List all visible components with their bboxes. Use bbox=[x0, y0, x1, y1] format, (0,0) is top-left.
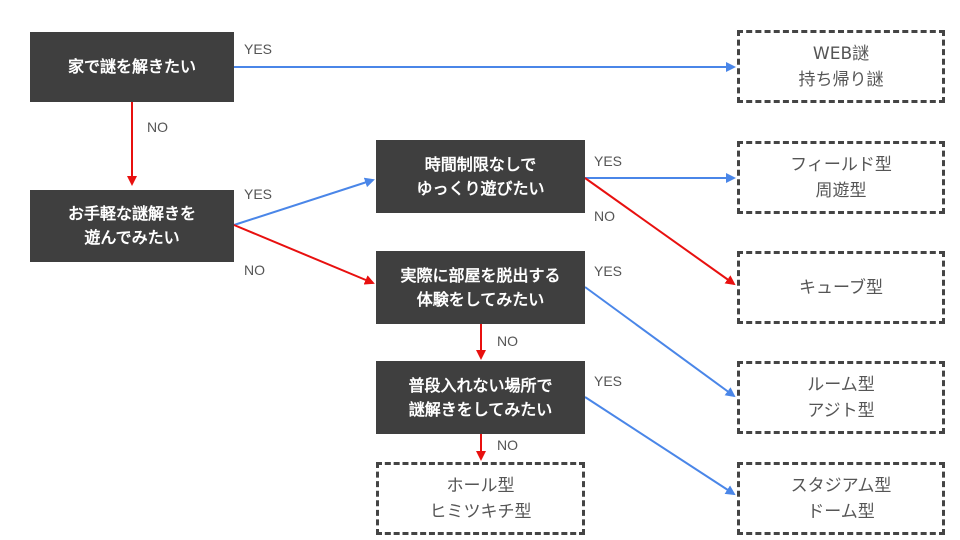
result-line: スタジアム型 bbox=[790, 475, 892, 496]
question-line: お手軽な謎解きを bbox=[67, 204, 196, 223]
result-node-stadium: スタジアム型 ドーム型 bbox=[737, 462, 945, 535]
yes-label: YES bbox=[594, 263, 623, 279]
result-line: WEB謎 bbox=[812, 43, 870, 64]
result-node-hall: ホール型 ヒミツキチ型 bbox=[376, 462, 585, 535]
result-line: ドーム型 bbox=[807, 501, 875, 522]
edge-q5-yes-stadium bbox=[584, 396, 736, 496]
question-line: 時間制限なしで bbox=[424, 154, 537, 174]
edge-q3-no-cube bbox=[584, 177, 736, 286]
result-node-room: ルーム型 アジト型 bbox=[737, 361, 945, 434]
question-node-escape-room: 実際に部屋を脱出する 体験をしてみたい bbox=[376, 251, 585, 324]
question-line: 遊んでみたい bbox=[84, 228, 180, 247]
no-label: NO bbox=[147, 119, 168, 135]
yes-label: YES bbox=[244, 186, 273, 202]
question-line: 家で謎を解きたい bbox=[67, 57, 196, 76]
no-label: NO bbox=[244, 262, 265, 278]
question-node-home: 家で謎を解きたい bbox=[30, 32, 234, 102]
question-line: 普段入れない場所で bbox=[408, 375, 553, 395]
question-node-no-time-limit: 時間制限なしで ゆっくり遊びたい bbox=[376, 140, 585, 213]
result-node-field: フィールド型 周遊型 bbox=[737, 141, 945, 214]
edge-q4-yes-room bbox=[584, 286, 736, 398]
result-line: 周遊型 bbox=[815, 180, 867, 201]
edge-q2-no-q4 bbox=[233, 224, 375, 285]
question-node-special-place: 普段入れない場所で 謎解きをしてみたい bbox=[376, 361, 585, 434]
result-line: ルーム型 bbox=[807, 374, 875, 395]
no-label: NO bbox=[594, 208, 615, 224]
yes-label: YES bbox=[594, 153, 623, 169]
question-line: 謎解きをしてみたい bbox=[408, 399, 553, 419]
edge-q2-yes-q3 bbox=[233, 177, 375, 226]
result-line: フィールド型 bbox=[790, 154, 892, 175]
question-line: ゆっくり遊びたい bbox=[416, 178, 545, 198]
result-line: ヒミツキチ型 bbox=[429, 501, 532, 522]
question-line: 体験をしてみたい bbox=[416, 289, 545, 309]
yes-label: YES bbox=[244, 41, 273, 57]
result-line: 持ち帰り謎 bbox=[798, 69, 884, 90]
result-line: アジト型 bbox=[807, 400, 875, 421]
result-line: ホール型 bbox=[446, 475, 515, 496]
result-node-cube: キューブ型 bbox=[737, 251, 945, 324]
yes-label: YES bbox=[594, 373, 623, 389]
result-node-web: WEB謎 持ち帰り謎 bbox=[737, 30, 945, 103]
no-label: NO bbox=[497, 333, 518, 349]
question-node-casual: お手軽な謎解きを 遊んでみたい bbox=[30, 190, 234, 262]
question-line: 実際に部屋を脱出する bbox=[400, 265, 561, 285]
result-line: キューブ型 bbox=[799, 277, 883, 298]
no-label: NO bbox=[497, 437, 518, 453]
